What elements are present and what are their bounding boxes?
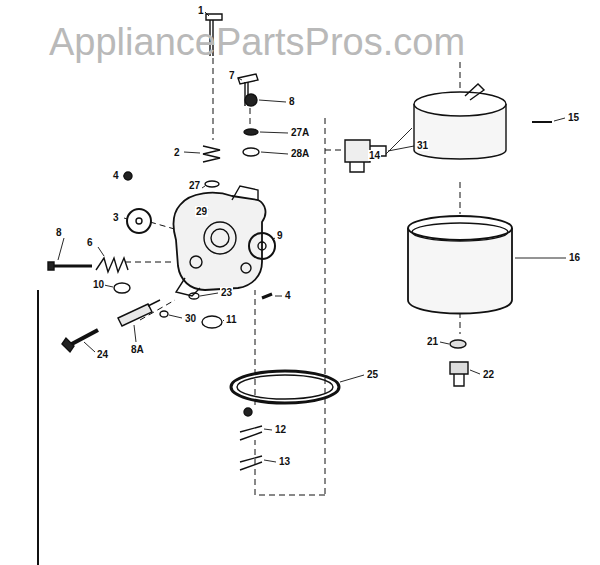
callout-number: 25 (366, 369, 379, 380)
callout-number: 27 (188, 180, 201, 191)
callout-number: 30 (184, 313, 197, 324)
callout-number: 29 (195, 206, 208, 217)
callout-number: 15 (567, 112, 580, 123)
callout-number: 27A (290, 127, 310, 138)
callout-number: 8 (55, 227, 63, 238)
callout-number: 11 (225, 314, 238, 325)
watermark: AppliancePartsPros.com (48, 22, 466, 62)
callout-number: 10 (92, 279, 105, 290)
callout-number: 13 (278, 456, 291, 467)
callout-number: 4 (112, 170, 120, 181)
callout-number: 28A (290, 148, 310, 159)
callout-number: 6 (86, 237, 94, 248)
callout-number: 12 (274, 424, 287, 435)
callout-number: 3 (112, 212, 120, 223)
callout-number: 21 (426, 336, 439, 347)
callout-number: 4 (284, 290, 292, 301)
callout-number: 23 (220, 287, 233, 298)
callout-number: 22 (482, 369, 495, 380)
callout-number: 16 (568, 252, 581, 263)
callout-number: 2 (173, 147, 181, 158)
callout-number: 1 (197, 5, 205, 16)
callout-number: 7 (228, 70, 236, 81)
callout-number: 9 (276, 230, 284, 241)
callout-number: 8 (288, 96, 296, 107)
callout-number: 8A (130, 344, 145, 355)
callout-number: 31 (416, 140, 429, 151)
callout-number: 14 (368, 150, 381, 161)
callout-number: 24 (96, 349, 109, 360)
